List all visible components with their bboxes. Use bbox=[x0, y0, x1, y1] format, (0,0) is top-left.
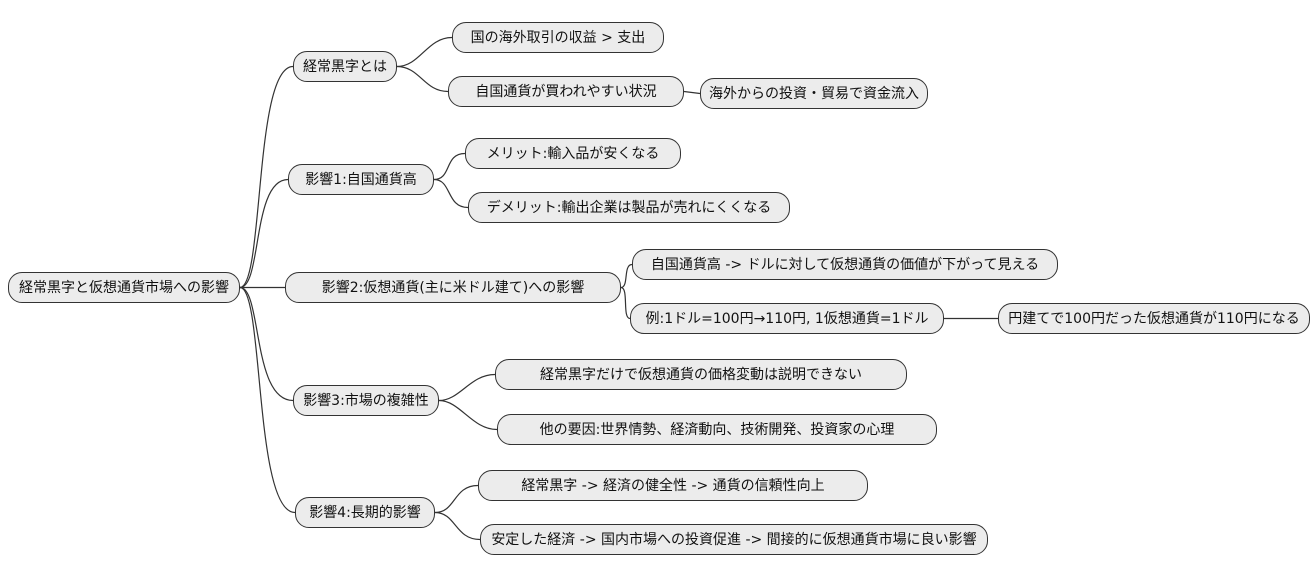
node-root: 経常黒字と仮想通貨市場への影響 bbox=[8, 272, 240, 303]
connector-branch5-to-child2 bbox=[434, 511, 481, 541]
node-effect2-crypto-usd-impact: 影響2:仮想通貨(主に米ドル建て)への影響 bbox=[285, 272, 621, 303]
connector-root-to-branch2 bbox=[239, 178, 289, 289]
node-effect4-longterm-impact: 影響4:長期的影響 bbox=[295, 497, 435, 528]
connector-branch4-to-child2 bbox=[438, 399, 498, 431]
connector-branch3-to-child2 bbox=[620, 286, 631, 320]
connector-branch3-to-child1 bbox=[620, 263, 633, 289]
node-effect3-market-complexity: 影響3:市場の複雑性 bbox=[293, 385, 439, 416]
connector-root-to-branch5 bbox=[239, 286, 296, 514]
connector-branch1-child2-to-grandchild bbox=[683, 90, 701, 95]
node-demerit-exporters-struggle: デメリット:輸出企業は製品が売れにくくなる bbox=[468, 192, 790, 223]
node-what-is-current-account-surplus: 経常黒字とは bbox=[293, 51, 397, 82]
connector-branch2-to-child1 bbox=[433, 152, 466, 181]
node-merit-cheaper-imports: メリット:輸入品が安くなる bbox=[465, 138, 681, 169]
connector-branch1-to-child1 bbox=[396, 36, 453, 68]
node-stable-economy-positive-crypto: 安定した経済 -> 国内市場への投資促進 -> 間接的に仮想通貨市場に良い影響 bbox=[480, 524, 988, 555]
connector-branch4-to-child1 bbox=[438, 373, 496, 402]
node-surplus-alone-cannot-explain: 経常黒字だけで仮想通貨の価格変動は説明できない bbox=[495, 359, 907, 390]
node-currency-likely-bought: 自国通貨が買われやすい状況 bbox=[448, 76, 684, 107]
node-other-factors: 他の要因:世界情勢、経済動向、技術開発、投資家の心理 bbox=[497, 414, 937, 445]
node-example-exchange-rate: 例:1ドル=100円→110円, 1仮想通貨=1ドル bbox=[630, 303, 944, 334]
connector-root-to-branch1 bbox=[239, 65, 294, 289]
connector-branch1-to-child2 bbox=[396, 65, 449, 93]
node-capital-inflow-from-abroad: 海外からの投資・貿易で資金流入 bbox=[700, 78, 928, 109]
node-crypto-value-appears-lower: 自国通貨高 -> ドルに対して仮想通貨の価値が下がって見える bbox=[632, 249, 1058, 280]
connector-branch2-to-child2 bbox=[433, 178, 469, 209]
node-crypto-price-in-yen-rises: 円建てで100円だった仮想通貨が110円になる bbox=[998, 303, 1310, 334]
node-economy-health-currency-trust: 経常黒字 -> 経済の健全性 -> 通貨の信頼性向上 bbox=[478, 470, 868, 501]
connector-branch5-to-child1 bbox=[434, 484, 479, 514]
node-effect1-strong-home-currency: 影響1:自国通貨高 bbox=[288, 164, 434, 195]
connector-root-to-branch4 bbox=[239, 286, 294, 402]
node-overseas-income-exceeds-spending: 国の海外取引の収益 > 支出 bbox=[452, 22, 664, 53]
